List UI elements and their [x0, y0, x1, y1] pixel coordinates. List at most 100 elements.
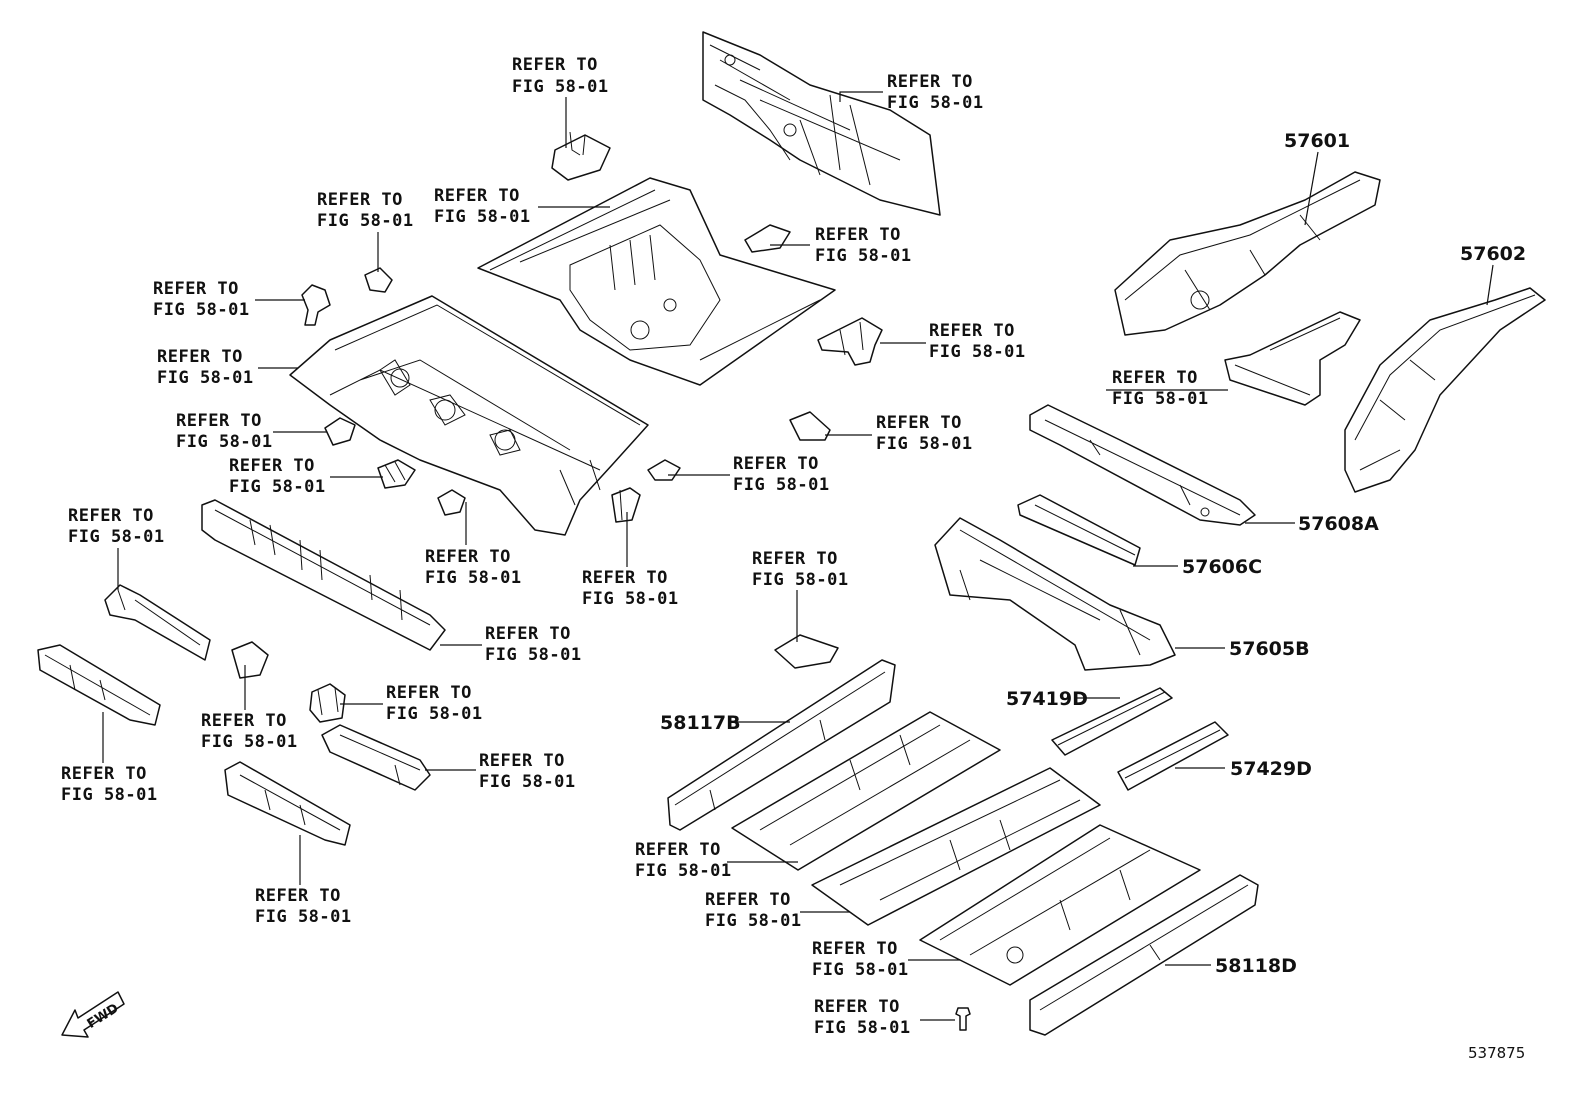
callout-refer-22[interactable]: REFER TO FIG 58-01 — [61, 764, 158, 805]
floor-side-member-57608A[interactable] — [1029, 404, 1256, 526]
callout-refer-11[interactable]: REFER TO FIG 58-01 — [876, 413, 973, 454]
side-member-rear-left[interactable] — [37, 644, 161, 726]
callout-refer-13[interactable]: REFER TO FIG 58-01 — [733, 454, 830, 495]
rocker-reinforce-57429D[interactable] — [1117, 721, 1229, 791]
part-number-57429D[interactable]: 57429D — [1230, 758, 1312, 780]
callout-refer-20[interactable]: REFER TO FIG 58-01 — [201, 711, 298, 752]
bracket-rear-floor-right[interactable] — [744, 224, 791, 253]
callout-line1: REFER TO — [812, 939, 898, 959]
callout-refer-17[interactable]: REFER TO FIG 58-01 — [582, 568, 679, 609]
callout-refer-09[interactable]: REFER TO FIG 58-01 — [1112, 368, 1209, 409]
callout-line2: FIG 58-01 — [815, 246, 912, 266]
callout-line2: FIG 58-01 — [876, 434, 973, 454]
callout-line1: REFER TO — [425, 547, 511, 567]
callout-refer-08[interactable]: REFER TO FIG 58-01 — [157, 347, 254, 388]
rocker-outer-58118D[interactable] — [1029, 874, 1259, 1036]
callout-refer-24[interactable]: REFER TO FIG 58-01 — [255, 886, 352, 927]
bolt[interactable] — [955, 1007, 971, 1031]
upper-back-panel[interactable] — [702, 31, 941, 216]
part-number-57606C[interactable]: 57606C — [1182, 556, 1262, 578]
callout-refer-21[interactable]: REFER TO FIG 58-01 — [479, 751, 576, 792]
callout-line2: FIG 58-01 — [929, 342, 1026, 362]
bracket-c[interactable] — [437, 489, 466, 516]
bracket-b[interactable] — [377, 459, 416, 489]
callout-line1: REFER TO — [317, 190, 403, 210]
rear-member-bracket-left[interactable] — [104, 584, 211, 661]
leader-lines — [102, 91, 1494, 1021]
callout-refer-01[interactable]: REFER TO FIG 58-01 — [512, 55, 609, 97]
callout-line2: FIG 58-01 — [255, 907, 352, 927]
callout-line2: FIG 58-01 — [157, 368, 254, 388]
callout-refer-10[interactable]: REFER TO FIG 58-01 — [176, 411, 273, 452]
callout-refer-26[interactable]: REFER TO FIG 58-01 — [812, 939, 909, 980]
callout-line1: REFER TO — [582, 568, 668, 588]
callout-line1: REFER TO — [887, 72, 973, 92]
callout-refer-05[interactable]: REFER TO FIG 58-01 — [815, 225, 912, 266]
bracket-e[interactable] — [647, 459, 681, 481]
callout-refer-06[interactable]: REFER TO FIG 58-01 — [153, 279, 250, 320]
member-lower-left[interactable] — [224, 761, 351, 846]
callout-line2: FIG 58-01 — [425, 568, 522, 588]
callout-refer-03[interactable]: REFER TO FIG 58-01 — [434, 186, 531, 227]
callout-line2: FIG 58-01 — [386, 704, 483, 724]
bracket-d[interactable] — [611, 487, 641, 523]
front-side-member-57602[interactable] — [1344, 287, 1546, 493]
cup-bracket[interactable] — [309, 683, 346, 723]
reinforcement-right-mid[interactable] — [817, 317, 883, 366]
callout-refer-25[interactable]: REFER TO FIG 58-01 — [705, 890, 802, 931]
callout-refer-07[interactable]: REFER TO FIG 58-01 — [929, 321, 1026, 362]
callout-line1: REFER TO — [479, 751, 565, 771]
rear-floor-pan[interactable] — [477, 177, 836, 386]
part-number-57605B[interactable]: 57605B — [1229, 638, 1310, 660]
front-floor-panel-c[interactable] — [919, 824, 1201, 986]
callout-line2: FIG 58-01 — [229, 477, 326, 497]
bracket-spring-seat[interactable] — [301, 284, 331, 326]
callout-line1: REFER TO — [512, 55, 598, 75]
bracket-top-middle[interactable] — [551, 131, 611, 181]
rear-floor-front-section[interactable] — [289, 295, 649, 536]
part-number-57608A[interactable]: 57608A — [1298, 513, 1379, 535]
callout-refer-18[interactable]: REFER TO FIG 58-01 — [485, 624, 582, 665]
callout-line1: REFER TO — [201, 711, 287, 731]
callout-line2: FIG 58-01 — [153, 300, 250, 320]
floor-tunnel-57605B[interactable] — [934, 517, 1176, 671]
part-number-57601[interactable]: 57601 — [1284, 130, 1350, 152]
crossmember-upper-right[interactable] — [1224, 311, 1361, 406]
part-number-58117B[interactable]: 58117B — [660, 712, 741, 734]
crossmember-57606C[interactable] — [1017, 494, 1141, 566]
front-floor-panel-a[interactable] — [731, 711, 1001, 871]
bracket-g[interactable] — [231, 641, 269, 679]
bracket-f[interactable] — [789, 411, 831, 441]
reinforcement-rear-lower[interactable] — [321, 724, 431, 791]
bracket-a[interactable] — [324, 417, 356, 446]
callout-refer-12[interactable]: REFER TO FIG 58-01 — [229, 456, 326, 497]
callout-line2: FIG 58-01 — [434, 207, 531, 227]
part-number-57419D[interactable]: 57419D — [1006, 688, 1088, 710]
rear-cross-member[interactable] — [201, 499, 446, 651]
callout-line2: FIG 58-01 — [479, 772, 576, 792]
part-number-58118D[interactable]: 58118D — [1215, 955, 1297, 977]
plate-center[interactable] — [774, 634, 839, 669]
callout-line1: REFER TO — [157, 347, 243, 367]
callout-line1: REFER TO — [752, 549, 838, 569]
callout-refer-19[interactable]: REFER TO FIG 58-01 — [386, 683, 483, 724]
callout-refer-15[interactable]: REFER TO FIG 58-01 — [425, 547, 522, 588]
callout-refer-27[interactable]: REFER TO FIG 58-01 — [814, 997, 911, 1038]
callout-refer-16[interactable]: REFER TO FIG 58-01 — [752, 549, 849, 590]
callout-line1: REFER TO — [635, 840, 721, 860]
callout-line1: REFER TO — [229, 456, 315, 476]
rocker-reinforce-57419D[interactable] — [1051, 687, 1173, 756]
callout-refer-02[interactable]: REFER TO FIG 58-01 — [887, 72, 984, 113]
callout-line1: REFER TO — [1112, 368, 1198, 388]
rocker-inner-58117B[interactable] — [667, 659, 896, 831]
callout-line1: REFER TO — [733, 454, 819, 474]
callout-line2: FIG 58-01 — [1112, 389, 1209, 409]
front-side-member-57601[interactable] — [1114, 171, 1381, 336]
callout-refer-23[interactable]: REFER TO FIG 58-01 — [635, 840, 732, 881]
part-number-57602[interactable]: 57602 — [1460, 243, 1526, 265]
callout-refer-04[interactable]: REFER TO FIG 58-01 — [317, 190, 414, 231]
callout-refer-14[interactable]: REFER TO FIG 58-01 — [68, 506, 165, 547]
callout-line2: FIG 58-01 — [512, 77, 609, 97]
callout-line1: REFER TO — [386, 683, 472, 703]
